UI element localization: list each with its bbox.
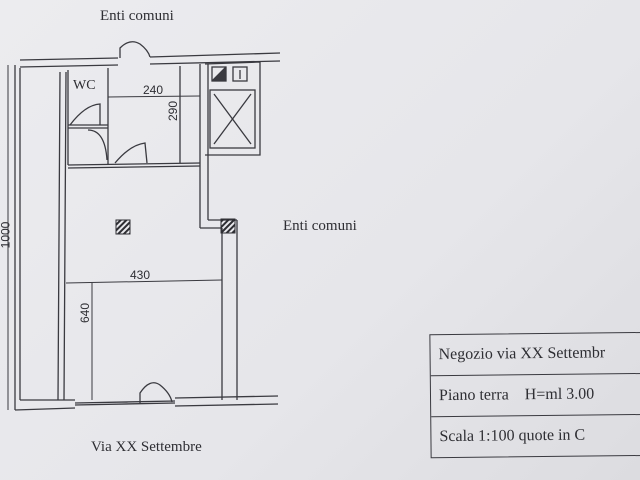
wc-door-arc [69, 103, 108, 161]
label-right-common: Enti comuni [283, 218, 357, 234]
label-top-common: Enti comuni [100, 8, 174, 24]
top-door-arc [119, 41, 151, 58]
dimension-1000: 1000 [0, 221, 13, 249]
wc-walls [67, 68, 201, 169]
pillar-hatch [115, 219, 131, 235]
pillar-hatch [220, 218, 236, 234]
left-wall [14, 65, 21, 410]
title-line-2: Piano terra H=ml 3.00 [430, 373, 640, 418]
lift-cross [213, 93, 252, 145]
title-block: Negozio via XX Settembr Piano terra H=ml… [429, 331, 640, 459]
inner-left-wall [57, 71, 67, 401]
lift-block [204, 61, 261, 156]
top-wall [19, 52, 281, 68]
dimension-640: 640 [78, 302, 93, 324]
dimension-290: 290 [166, 100, 181, 122]
title-line-3: Scala 1:100 quote in C [439, 426, 586, 446]
label-street: Via XX Settembre [91, 439, 202, 455]
title-line-1: Negozio via XX Settembr [430, 332, 640, 377]
room-door-arc [114, 142, 148, 164]
bottom-door-arc [139, 382, 173, 403]
lift-shaft [209, 89, 256, 149]
bottom-wall [14, 395, 279, 411]
label-wc: WC [73, 78, 96, 93]
dimension-430: 430 [130, 268, 151, 282]
dimension-240: 240 [143, 83, 164, 97]
